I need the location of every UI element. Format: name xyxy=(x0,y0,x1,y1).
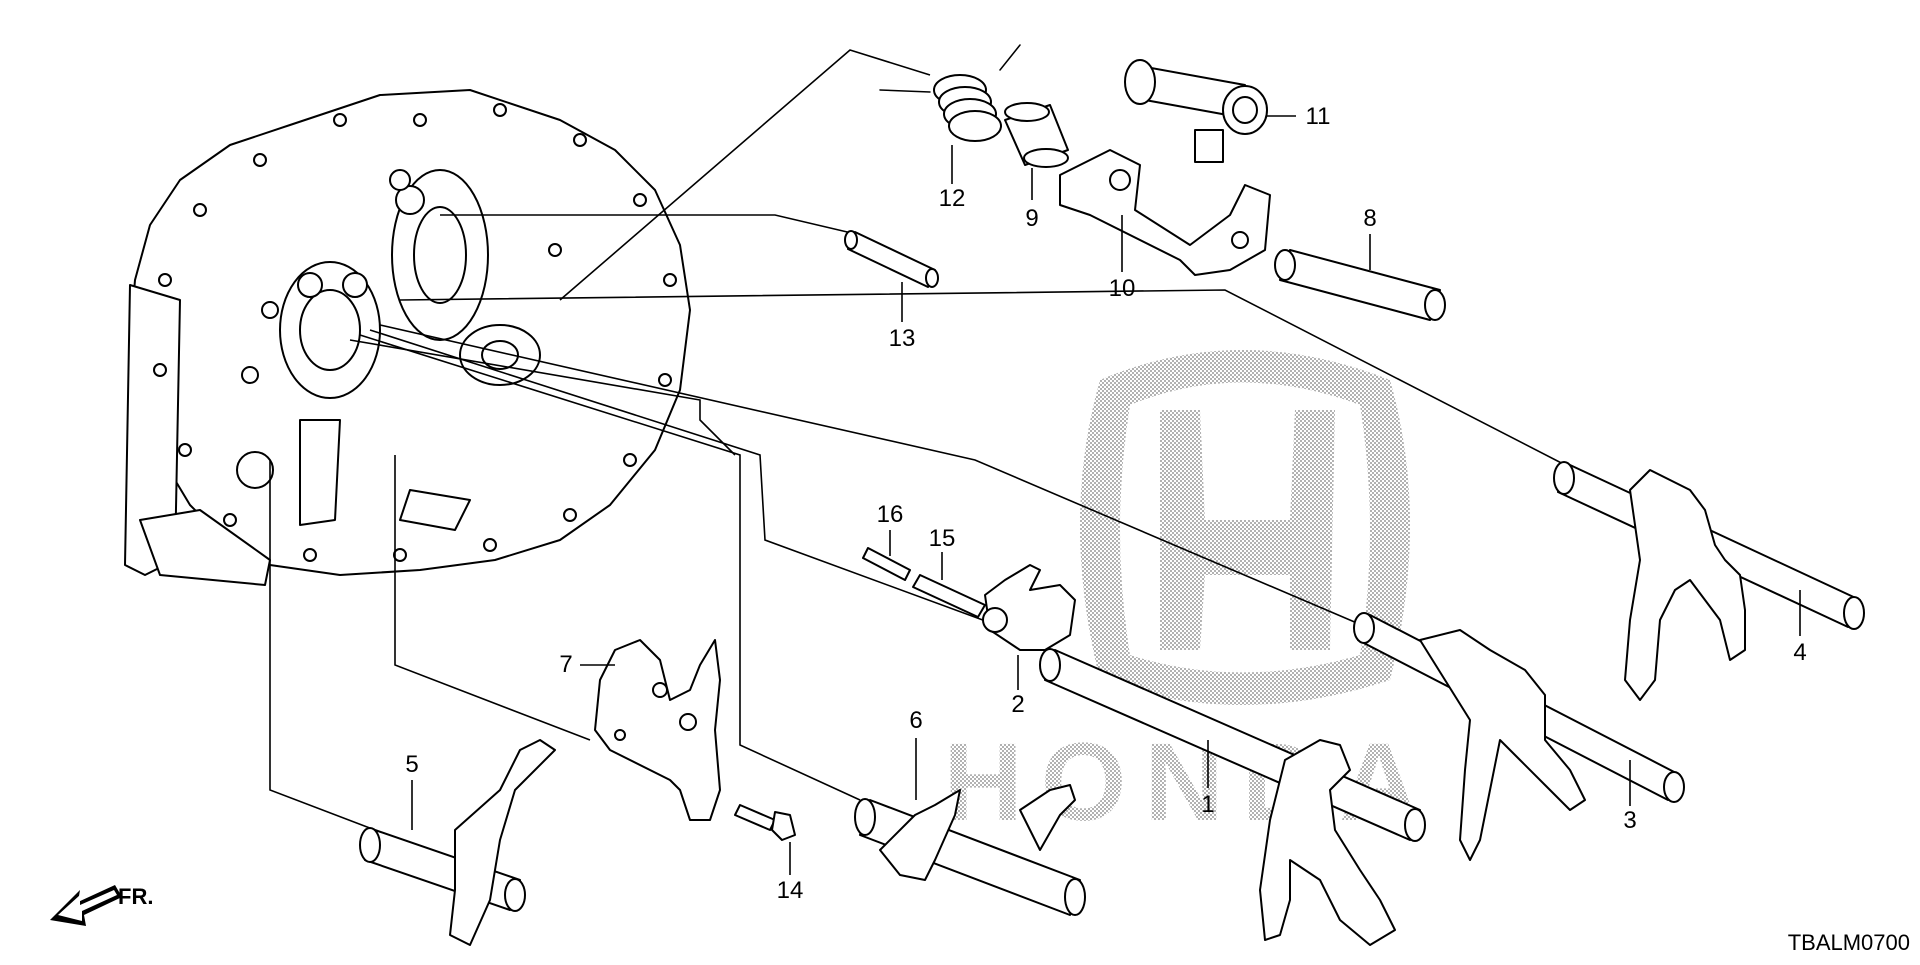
part-16-spring xyxy=(862,547,911,581)
callout-8: 8 xyxy=(1363,205,1376,232)
callout-15: 15 xyxy=(929,525,956,552)
callout-3: 3 xyxy=(1623,807,1636,834)
leader-lines xyxy=(269,49,1576,831)
callout-2: 2 xyxy=(1011,691,1024,718)
callout-6: 6 xyxy=(909,707,922,734)
transmission-housing xyxy=(124,89,691,586)
part-8-shaft xyxy=(1274,249,1446,321)
part-10-bracket xyxy=(1059,149,1271,276)
part-4-fork-shaft xyxy=(1553,461,1865,701)
callout-10: 10 xyxy=(1109,275,1136,302)
callout-16: 16 xyxy=(877,501,904,528)
part-3-fork-shaft xyxy=(1353,612,1685,861)
part-2-detent xyxy=(982,564,1076,651)
callout-11: 11 xyxy=(1306,103,1331,130)
part-14-bolt xyxy=(734,804,796,841)
part-1-fork-shaft xyxy=(1039,648,1426,946)
part-9-collar xyxy=(1004,102,1069,168)
callout-14: 14 xyxy=(777,877,804,904)
callout-1: 1 xyxy=(1201,791,1214,818)
callout-9: 9 xyxy=(1025,205,1038,232)
part-6-selector xyxy=(854,784,1086,916)
callout-12: 12 xyxy=(939,185,966,212)
part-12-spring xyxy=(879,44,1021,142)
part-13-pin xyxy=(844,230,939,288)
honda-watermark: HONDA xyxy=(943,350,1419,844)
front-arrow-icon xyxy=(50,885,122,926)
callout-5: 5 xyxy=(405,751,418,778)
part-5-fork xyxy=(359,739,556,946)
callout-13: 13 xyxy=(889,325,916,352)
callout-7: 7 xyxy=(559,651,572,678)
diagram-code: TBALM0700 xyxy=(1788,930,1910,955)
callout-4: 4 xyxy=(1793,639,1806,666)
callout-labels: 1 2 3 4 5 6 7 8 9 10 11 12 13 14 15 16 xyxy=(405,103,1806,904)
part-11-sensor xyxy=(1124,59,1268,163)
front-label: FR. xyxy=(118,884,153,909)
part-15-spring xyxy=(912,574,986,618)
part-7-plate xyxy=(594,639,721,821)
